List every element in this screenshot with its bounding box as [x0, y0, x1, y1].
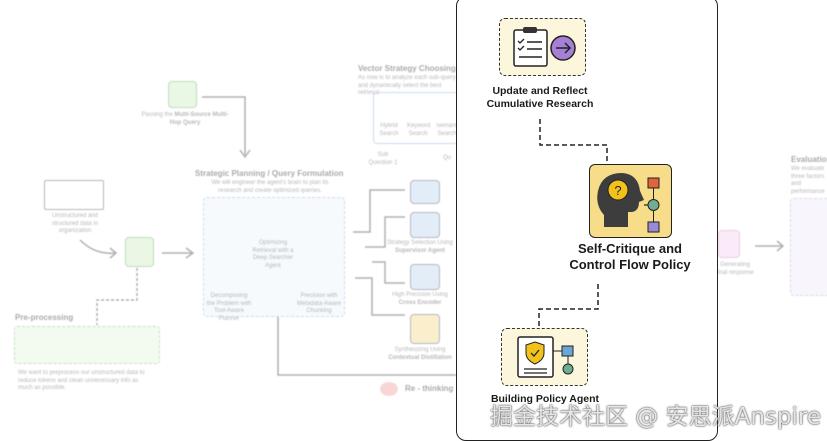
policy-agent-box — [501, 328, 588, 386]
query-icon — [168, 81, 197, 108]
vector-options-box: Hybrid Search Keyword Search Semantic Se… — [373, 92, 459, 144]
update-reflect-box — [499, 18, 586, 76]
brain-icon — [380, 382, 398, 396]
self-critique-box: ? — [589, 164, 672, 238]
lightbulb-icon — [718, 230, 740, 258]
watermark: 掘金技术社区 @ 安思派Anspire — [490, 404, 822, 430]
preprocessing-title: Pre-processing — [15, 313, 74, 322]
search-icon — [410, 180, 440, 204]
preprocessing-description: We want to preprocess our unstructured d… — [18, 370, 145, 391]
planning-title: Strategic Planning / Query Formulation — [195, 169, 344, 178]
policy-agent-title: Building Policy Agent — [490, 393, 600, 405]
planning-description: We will engineer the agent's brain to pl… — [211, 180, 329, 194]
head-question-flow-icon: ? — [597, 173, 660, 233]
supervisor-icon — [410, 212, 440, 238]
evaluation-description: We evaluate three factors and performanc… — [791, 166, 825, 195]
clipboard-arrow-icon — [513, 27, 576, 67]
sub-question-label: Sub Question 1 — [368, 152, 398, 166]
planning-box: Optimizing Retrieval with a Deep Searche… — [203, 197, 345, 322]
update-reflect-title: Update and Reflect Cumulative Research — [486, 85, 594, 110]
preprocessing-box — [14, 326, 160, 364]
panel-connectors — [538, 119, 608, 327]
distillation-icon — [410, 314, 440, 344]
query-label: Passing the — [141, 112, 173, 118]
building-documents-icon — [44, 180, 104, 210]
final-response-label: Generating final response — [716, 262, 754, 276]
rethinking-label: Re - thinking — [405, 384, 454, 393]
evaluation-box — [790, 198, 827, 296]
self-critique-title: Self-Critique and Control Flow Policy — [569, 241, 691, 272]
vector-strategy-title: Vector Strategy Choosing — [358, 64, 456, 73]
vector-strategy-description: As now is to analyze each sub-query and … — [358, 75, 456, 96]
cross-encoder-icon — [410, 264, 440, 290]
svg-text:?: ? — [614, 183, 621, 198]
evaluation-title: Evaluation — [791, 155, 827, 164]
query-label-bold: Multi-Source Multi-Hop Query — [169, 112, 229, 126]
gear-processing-icon — [125, 237, 154, 267]
data-source-label: Unstructured and structured data in orga… — [51, 213, 99, 234]
shield-document-flow-icon — [517, 336, 574, 378]
